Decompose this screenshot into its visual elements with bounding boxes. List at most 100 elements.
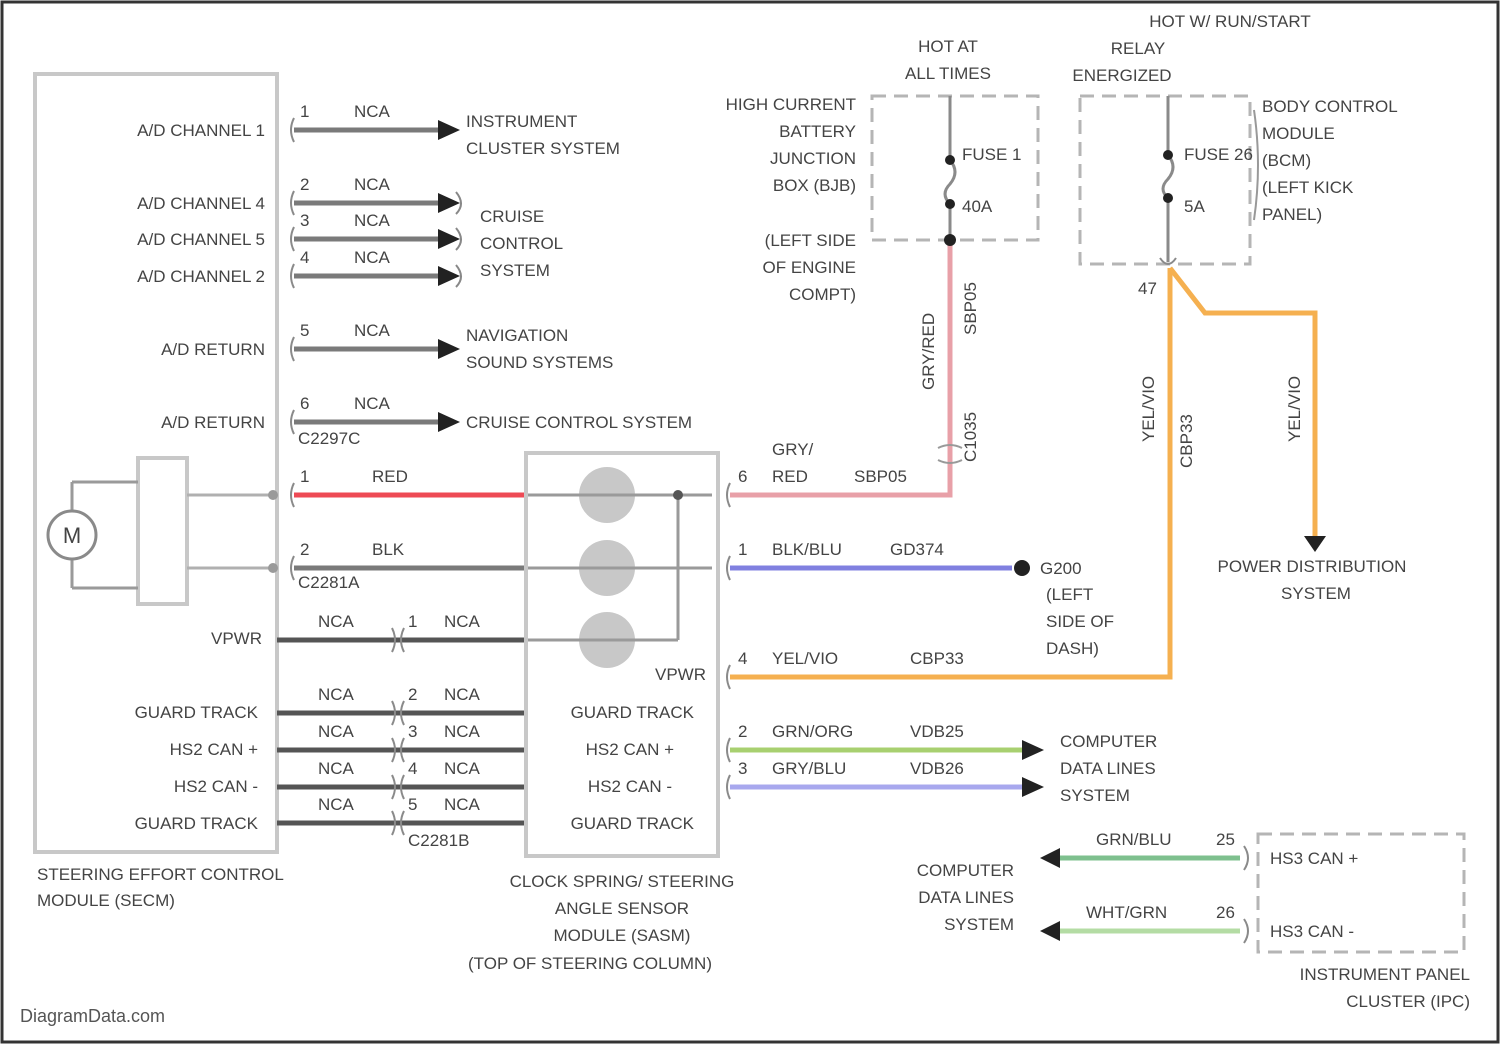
vertical-wire-label: YEL/VIO <box>1285 376 1304 442</box>
data-lines-label: COMPUTER <box>917 861 1014 880</box>
wire-label: GRN/BLU <box>1096 830 1172 849</box>
secm-pin-label: A/D CHANNEL 2 <box>137 267 265 286</box>
arrowhead-icon <box>1040 921 1060 941</box>
bjb-label-line: BATTERY <box>779 122 856 141</box>
clockspring-label: HS2 CAN - <box>588 777 672 796</box>
bcm-label-line: (LEFT KICK <box>1262 178 1354 197</box>
bcm-brace <box>1254 110 1258 220</box>
destination-label: SOUND SYSTEMS <box>466 353 613 372</box>
arrowhead-icon <box>1022 740 1044 760</box>
data-lines-label: DATA LINES <box>918 888 1014 907</box>
fuse1-header: HOT AT ALL TIMES <box>905 37 991 83</box>
pin-number: 47 <box>1138 279 1157 298</box>
destination-label: CRUISE <box>480 207 544 226</box>
connector-id: C2281B <box>408 831 469 850</box>
bcm-dashed-box <box>1080 96 1250 264</box>
fuse-header-line: ALL TIMES <box>905 64 991 83</box>
arrowhead-icon <box>438 412 460 432</box>
fuse-header-line: RELAY <box>1111 39 1166 58</box>
wire-label: NCA <box>354 211 391 230</box>
wire-label: RED <box>372 467 408 486</box>
arrowhead-icon <box>438 339 460 359</box>
pin-number: 5 <box>300 321 309 340</box>
fuse-header-line: ENERGIZED <box>1072 66 1171 85</box>
secm-pin-label: GUARD TRACK <box>135 703 259 722</box>
data-lines-label: SYSTEM <box>944 915 1014 934</box>
bcm-label: BODY CONTROL MODULE (BCM) (LEFT KICK PAN… <box>1262 97 1398 224</box>
destination-label: SYSTEM <box>480 261 550 280</box>
wire-label: YEL/VIO <box>772 649 838 668</box>
secm-pin-label: A/D RETURN <box>161 413 265 432</box>
vertical-circuit-label: CBP33 <box>1177 414 1196 468</box>
pin-number: 6 <box>300 394 309 413</box>
secm-pin-label: A/D CHANNEL 1 <box>137 121 265 140</box>
arrowhead-icon <box>438 193 460 213</box>
fuse-icon <box>944 96 956 246</box>
fuse-header-line: HOT W/ RUN/START <box>1149 12 1311 31</box>
pin-number: 4 <box>738 649 747 668</box>
power-dist-label: SYSTEM <box>1281 584 1351 603</box>
circuit-id: GD374 <box>890 540 944 559</box>
watermark: DiagramData.com <box>20 1006 165 1026</box>
wire-label: GRY/BLU <box>772 759 846 778</box>
pin-number: 6 <box>738 467 747 486</box>
arrowhead-icon <box>438 229 460 249</box>
pin-number: 4 <box>408 759 417 778</box>
destination-label: NAVIGATION <box>466 326 568 345</box>
arrowhead-icon <box>1040 848 1060 868</box>
arrowhead-icon <box>438 120 460 140</box>
secm-connector-brackets <box>291 118 294 580</box>
pin-number: 2 <box>738 722 747 741</box>
fuse-icon <box>1160 96 1176 264</box>
ground-icon <box>1014 560 1030 576</box>
wire-label: BLK/BLU <box>772 540 842 559</box>
ground-id: G200 <box>1040 559 1082 578</box>
connector-pin <box>268 563 278 573</box>
destination-label: CONTROL <box>480 234 563 253</box>
arrowhead-icon <box>438 266 460 286</box>
pin-number: 2 <box>300 175 309 194</box>
clockspring-title-line: MODULE (SASM) <box>554 926 691 945</box>
wire-label: GRN/ORG <box>772 722 853 741</box>
pin-number: 3 <box>300 211 309 230</box>
ipc-title: INSTRUMENT PANEL <box>1300 965 1470 984</box>
arrowhead-icon <box>1022 777 1044 797</box>
wire-label: NCA <box>444 722 481 741</box>
arrowhead-icon <box>1304 536 1326 552</box>
wire-label: NCA <box>444 759 481 778</box>
circuit-id: VDB26 <box>910 759 964 778</box>
clockspring-title-line: (TOP OF STEERING COLUMN) <box>468 954 712 973</box>
secm-title: MODULE (SECM) <box>37 891 175 910</box>
pin-number: 1 <box>300 102 309 121</box>
bcm-label-line: PANEL) <box>1262 205 1322 224</box>
wire-label: NCA <box>354 102 391 121</box>
vertical-connector-label: C1035 <box>961 412 980 462</box>
connector-id: C2297C <box>298 429 360 448</box>
pin-number: 5 <box>408 795 417 814</box>
wire-label: NCA <box>354 394 391 413</box>
ipc-pin-label: HS3 CAN + <box>1270 849 1358 868</box>
pin-number: 25 <box>1216 830 1235 849</box>
pin-number: 1 <box>408 612 417 631</box>
fuse-header-line: HOT AT <box>918 37 978 56</box>
wire-label: BLK <box>372 540 405 559</box>
secm-pin-label: A/D CHANNEL 5 <box>137 230 265 249</box>
connector-pin <box>268 490 278 500</box>
clockspring-connector-brackets <box>727 483 730 799</box>
wire-label: NCA <box>318 612 355 631</box>
fuse-rating: 5A <box>1184 197 1205 216</box>
destination-labels: INSTRUMENT CLUSTER SYSTEM CRUISE CONTROL… <box>466 112 692 432</box>
ipc-connector-brackets <box>1244 846 1248 943</box>
bcm-label-line: MODULE <box>1262 124 1335 143</box>
fuse-rating: 40A <box>962 197 993 216</box>
data-lines-label: DATA LINES <box>1060 759 1156 778</box>
circuit-id: SBP05 <box>854 467 907 486</box>
data-lines-label: SYSTEM <box>1060 786 1130 805</box>
destination-label: CLUSTER SYSTEM <box>466 139 620 158</box>
pin-number: 4 <box>300 248 309 267</box>
fuse-name: FUSE 1 <box>962 145 1022 164</box>
secm-pin-label: GUARD TRACK <box>135 814 259 833</box>
bjb-label-line: BOX (BJB) <box>773 176 856 195</box>
